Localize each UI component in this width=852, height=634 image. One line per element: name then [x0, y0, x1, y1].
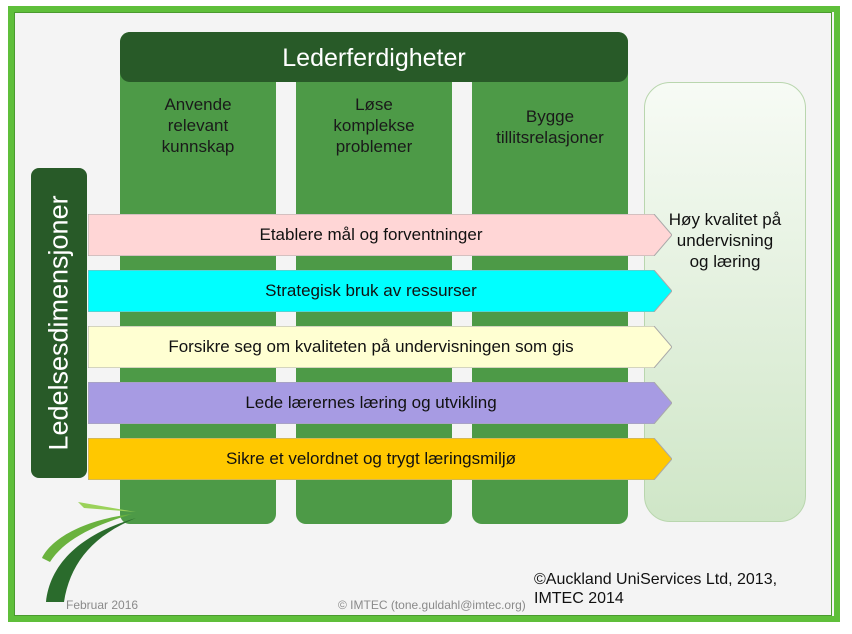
side-ledelsesdimensjoner: Ledelsesdimensjoner [31, 168, 87, 478]
arrow-label: Sikre et velordnet og trygt læringsmiljø [225, 449, 517, 468]
dimension-arrow-1: Etablere mål og forventninger [88, 214, 672, 256]
copyright-text: ©Auckland UniServices Ltd, 2013, IMTEC 2… [534, 571, 778, 607]
header-lederferdigheter: Lederferdigheter [120, 32, 628, 82]
footer-date: Februar 2016 [66, 598, 139, 612]
dimension-arrow-2: Strategisk bruk av ressurser [88, 270, 672, 312]
arrow-label: Lede lærernes læring og utvikling [245, 393, 497, 412]
arrow-shape [88, 270, 672, 312]
result-box: Høy kvalitet på undervisning og læring [644, 82, 806, 522]
arrow-shape [88, 438, 672, 480]
arrow-shape [88, 326, 672, 368]
arrow-label: Forsikre seg om kvaliteten på undervisni… [168, 337, 574, 356]
result-label: Høy kvalitet på undervisning og læring [668, 210, 782, 271]
arrow-shape [88, 382, 672, 424]
arrow-label: Strategisk bruk av ressurser [265, 281, 477, 300]
column-label: Bygge tillitsrelasjoner [496, 107, 604, 147]
arrow-shape [88, 214, 672, 256]
side-label: Ledelsesdimensjoner [43, 195, 74, 451]
arrow-label: Etablere mål og forventninger [259, 225, 483, 244]
dimension-arrow-3: Forsikre seg om kvaliteten på undervisni… [88, 326, 672, 368]
slide-inner-border [14, 12, 832, 616]
column-label: Løse komplekse problemer [333, 95, 415, 156]
footer-contact: © IMTEC (tone.guldahl@imtec.org) [338, 598, 526, 612]
dimension-arrow-5: Sikre et velordnet og trygt læringsmiljø [88, 438, 672, 480]
dimension-arrow-4: Lede lærernes læring og utvikling [88, 382, 672, 424]
green-swoosh-logo-icon [40, 498, 140, 613]
column-label: Anvende relevant kunnskap [161, 95, 235, 156]
